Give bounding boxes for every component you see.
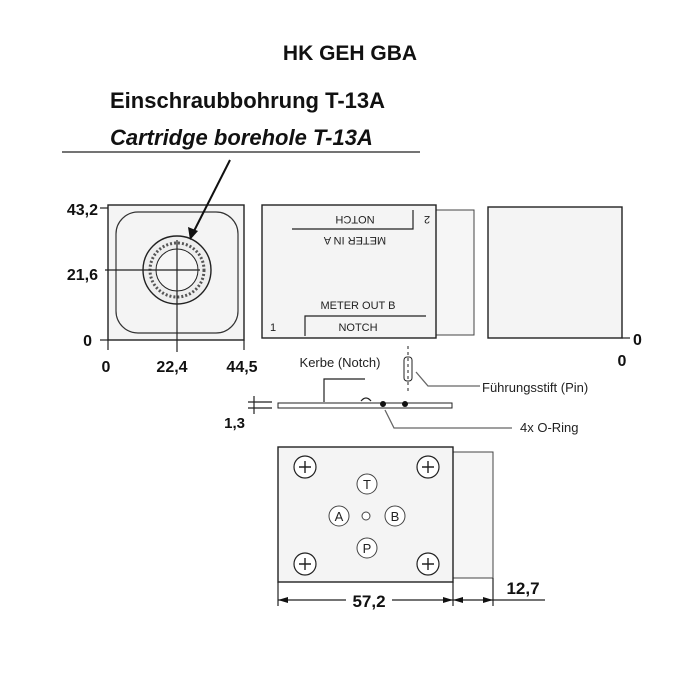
depth-dim: 12,7 <box>506 579 539 598</box>
pin-callout: Führungsstift (Pin) <box>482 380 588 395</box>
thickness-dim: 1,3 <box>224 415 245 432</box>
side-zero-bottom: 0 <box>618 353 627 370</box>
heading-english: Cartridge borehole T-13A <box>110 125 373 150</box>
meter-in-label: METER IN A <box>323 234 386 246</box>
dim-y-zero: 0 <box>83 333 92 350</box>
notch-label-top: NOTCH <box>335 213 374 225</box>
port-p: P <box>363 541 372 556</box>
meter-out-label: METER OUT B <box>321 300 396 312</box>
left-view-dimensions: 43,2 21,6 0 0 22,4 44,5 <box>67 202 258 376</box>
port-b: B <box>391 509 400 524</box>
dim-44-5: 44,5 <box>226 359 257 376</box>
front-view: NOTCH METER IN A 2 METER OUT B NOTCH 1 <box>261 204 475 339</box>
side-zero-right: 0 <box>633 332 642 349</box>
width-dim: 57,2 <box>352 592 385 611</box>
dim-x-zero: 0 <box>102 359 111 376</box>
port-a: A <box>335 509 344 524</box>
top-view-borehole <box>105 159 245 352</box>
port-2-label: 2 <box>424 213 430 225</box>
oring-callout: 4x O-Ring <box>520 420 579 435</box>
dim-21-6: 21,6 <box>67 267 98 284</box>
bottom-view: T A B P 57,2 12,7 <box>277 446 545 611</box>
notch-callout: Kerbe (Notch) <box>300 355 381 370</box>
heading-german: Einschraubbohrung T-13A <box>110 88 385 113</box>
side-view: 0 0 <box>487 206 642 370</box>
plate-section: Kerbe (Notch) Führungsstift (Pin) 4x O-R… <box>224 346 588 435</box>
notch-label-bottom: NOTCH <box>338 322 377 334</box>
port-1-label: 1 <box>270 322 276 334</box>
port-t: T <box>363 477 371 492</box>
dim-22-4: 22,4 <box>156 359 187 376</box>
dim-43-2: 43,2 <box>67 202 98 219</box>
drawing-title: HK GEH GBA <box>283 42 417 65</box>
